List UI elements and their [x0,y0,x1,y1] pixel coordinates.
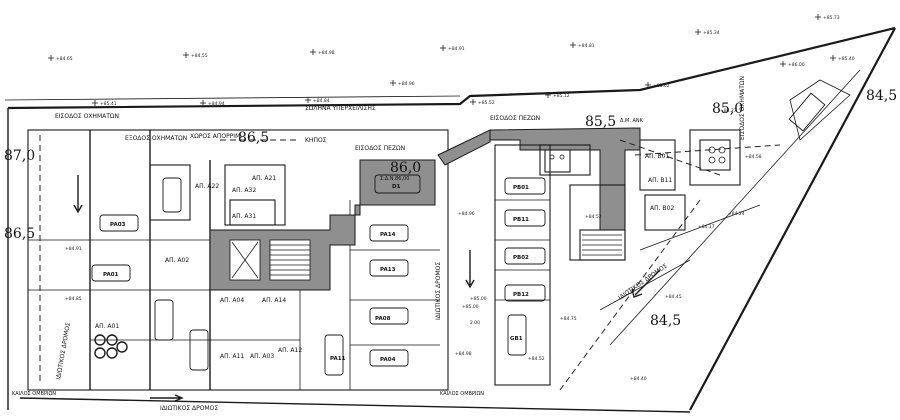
survey-points: +84.65 +84.55 +84.98 +84.91 +84.81 +85.3… [48,14,855,107]
label-middle-road: ΙΔΙΩΤΙΚΟΣ ΔΡΟΜΟΣ [435,262,442,320]
parking-spaces [91,174,546,376]
spot-height: +84.75 [560,316,577,322]
spot-height: +85.73 [823,15,840,21]
dimension-c: +84.58 [745,154,762,160]
label-exit-vehicles: ΕΞΟΔΟΣ ΟΧΗΜΑΤΩΝ [125,135,187,142]
label-right-chart: ΚΑΙΛΟΣ ΟΜΒΡΙΩΝ [440,391,484,397]
spot-height: +84.45 [665,294,682,300]
apt-b11: ΑΠ. Β11 [648,177,672,184]
spot-height: +84.84 [313,98,330,104]
label-left-road: ΙΔΙΩΤΙΚΟΣ ΔΡΟΜΟΣ [55,322,72,381]
spot-height: +85.41 [100,101,117,107]
label-left-chart: ΚΑΙΛΟΣ ΟΜΒΡΙΩΝ [12,391,56,397]
plot-boundary [4,26,896,413]
parking-d1: D1 [392,184,401,190]
apt-a14: ΑΠ. Α14 [262,297,286,304]
dimension-b: +84.52 [585,214,602,220]
parking-pb12: PB12 [513,292,529,298]
label-right-road: ΙΔΙΩΤΙΚΟΣ ΔΡΟΜΟΣ [617,262,669,301]
spot-height: +84.17 [698,224,715,230]
parking-pa01: PA01 [103,272,119,278]
apt-a03: ΑΠ. Α03 [250,353,274,360]
spot-height: +84.96 [398,81,415,87]
elevation-86-5-top: 86,5 [238,130,269,146]
elevation-85-0: 85,0 [712,101,743,117]
spot-height: +86.00 [788,62,805,68]
apt-a11: ΑΠ. Α11 [220,353,244,360]
label-entrance-ped-2: ΕΙΣΟΔΟΣ ΠΕΖΩΝ [490,115,540,122]
level-note: Σ.Δ.Ν.86,00 [380,176,409,182]
spot-height: +85.52 [478,100,495,106]
dimension-85: +85.00 [470,296,487,302]
apt-a04: ΑΠ. Α04 [220,297,244,304]
apt-b01: ΑΠ. Β01 [645,153,669,160]
spot-height: +84.52 [528,356,545,362]
elevation-86-5-left: 86,5 [4,226,35,242]
spot-height: +84.55 [191,53,208,59]
spot-height: +84.81 [578,43,595,49]
parking-pb11: PB11 [513,217,529,223]
parking-pa04: PA04 [380,357,396,363]
label-entrance-vehicles: ΕΙΣΟΔΟΣ ΟΧΗΜΑΤΩΝ [55,113,119,120]
label-refuse: ΧΩΡΟΣ ΑΠΟΡΡΙΜ. [190,133,242,140]
parking-pb01: PB01 [513,185,529,191]
parking-pb02: PB02 [513,255,529,261]
stair-core-b [489,127,641,231]
label-entrance-right: ΕΙΣΟΔΟΣ ΟΧΗΜΑΤΩΝ [739,76,746,140]
spot-height: +84.85 [65,296,82,302]
spot-height: +85.12 [553,93,570,99]
stair-core-a [209,159,436,291]
apt-a01: ΑΠ. Α01 [95,323,119,330]
apt-a31: ΑΠ. Α31 [232,213,256,220]
apt-b02: ΑΠ. Β02 [650,205,674,212]
spot-height: +84.40 [630,376,647,382]
spot-height: +84.65 [56,56,73,62]
elevation-84-5-bottom: 84,5 [650,313,681,329]
elevation-84-5-top: 84,5 [866,88,897,104]
apt-a12: ΑΠ. Α12 [278,347,302,354]
spot-height: +84.24 [728,211,745,217]
label-bottom-road: ΙΔΙΩΤΙΚΟΣ ΔΡΟΜΟΣ [160,405,218,412]
building-a [27,129,449,391]
label-pipe: ΣΩΛΗΝΑ ΥΠΕΡΧΕΙΛΙΣΗΣ [305,105,376,112]
spot-height: +85.62 [653,83,670,89]
spot-height: +84.91 [65,246,82,252]
label-entrance-ped: ΕΙΣΟΔΟΣ ΠΕΖΩΝ [355,145,405,152]
label-garden: ΚΗΠΟΣ [305,137,327,144]
spot-height: +84.27 [720,108,737,114]
spot-height: +85.40 [838,56,855,62]
spot-height: +85.00 [462,304,479,310]
apt-a21: ΑΠ. Α21 [252,175,276,182]
spot-height: +84.98 [318,50,335,56]
apt-a22: ΑΠ. Α22 [195,183,219,190]
spot-height: +84.94 [208,101,225,107]
parking-pa08: PA08 [375,316,391,322]
elevation-87-0: 87,0 [4,148,35,164]
elevation-86-0: 86,0 [390,160,421,176]
level-note-b: Δ.Μ. ΑΝΚ [620,118,644,124]
elevation-85-5: 85,5 [585,114,616,130]
flow-arrows [73,175,661,402]
parking-pa14: PA14 [380,232,396,238]
right-road [559,199,761,391]
apt-a32: ΑΠ. Α32 [232,187,256,194]
spot-height: +85.34 [703,30,720,36]
parking-pa11: PA11 [330,356,346,362]
spot-height: +84.98 [455,351,472,357]
spot-height: +84.96 [458,211,475,217]
parking-gb1: GB1 [510,336,523,342]
parking-pa03: PA03 [110,222,126,228]
spot-height: +84.91 [448,46,465,52]
dimension-200: 2.00 [470,320,480,326]
apt-a02: ΑΠ. Α02 [165,257,189,264]
parking-pa13: PA13 [380,267,396,273]
building-b [437,79,851,386]
